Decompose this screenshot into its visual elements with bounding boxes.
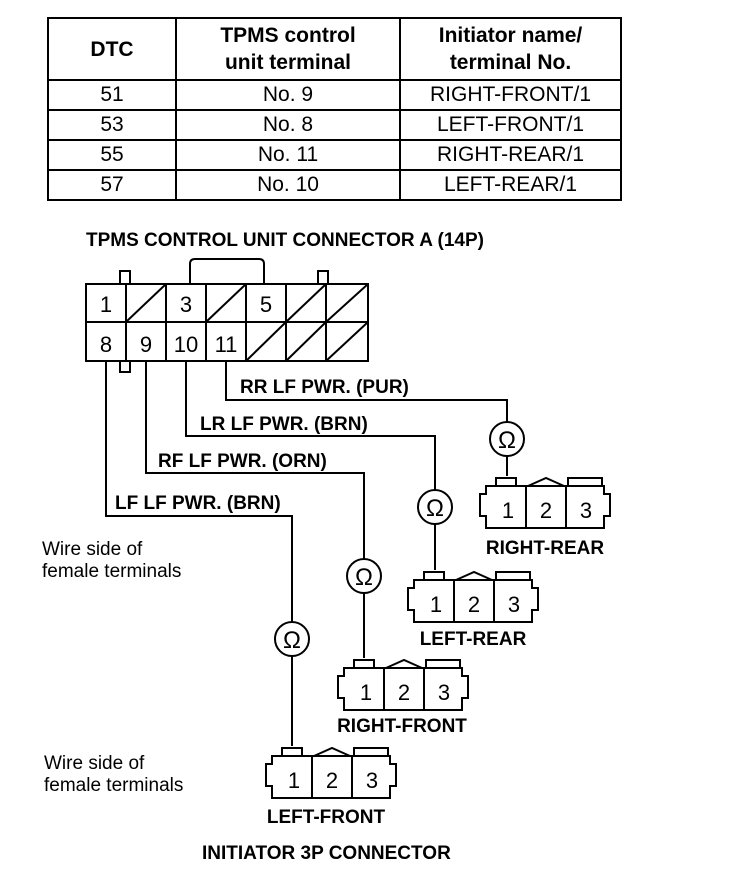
cell-initiator: RIGHT-FRONT/1 — [399, 79, 622, 111]
pin-1-label: 1 — [100, 292, 112, 317]
pin-11-label: 11 — [215, 332, 238, 357]
empty-cavity — [285, 321, 327, 362]
empty-cavity — [285, 283, 327, 323]
table-row: 51 No. 9 RIGHT-FRONT/1 — [47, 79, 622, 111]
initiator-pin-3: 3 — [438, 680, 450, 705]
wire-label-lr: LR LF PWR. (BRN) — [200, 414, 368, 435]
initiator-pin-2: 2 — [540, 498, 552, 523]
initiator-pin-1: 1 — [430, 592, 442, 617]
initiator-pin-2: 2 — [468, 592, 480, 617]
table-row: 57 No. 10 LEFT-REAR/1 — [47, 169, 622, 201]
cell-dtc: 55 — [47, 139, 177, 171]
initiator-connector-left-rear: 1 2 3 — [407, 570, 539, 623]
ohmmeter-lf: Ω — [274, 621, 310, 657]
cell-dtc: 57 — [47, 169, 177, 201]
wire-side-note-2-line-2: female terminals — [44, 775, 183, 796]
ohm-icon: Ω — [283, 627, 301, 654]
header-initiator-name: Initiator name/terminal No. — [399, 17, 622, 81]
cell-terminal: No. 9 — [175, 79, 401, 111]
header-dtc: DTC — [47, 17, 177, 81]
initiator-pin-3: 3 — [580, 498, 592, 523]
ohmmeter-lr: Ω — [417, 489, 453, 525]
wire-rr — [225, 361, 508, 422]
initiator-title: INITIATOR 3P CONNECTOR — [202, 843, 451, 864]
ohm-icon: Ω — [498, 427, 516, 454]
connector-tab — [119, 360, 131, 373]
wire-label-rf: RF LF PWR. (ORN) — [158, 451, 327, 472]
initiator-connector-right-rear: 1 2 3 — [479, 476, 611, 529]
ohmmeter-rr: Ω — [489, 421, 525, 457]
initiator-pin-1: 1 — [288, 768, 300, 793]
empty-cavity — [125, 283, 167, 323]
connector-tab — [317, 270, 329, 285]
empty-cavity — [245, 321, 287, 362]
wire-lf — [105, 361, 293, 622]
initiator-label-left-rear: LEFT-REAR — [420, 629, 527, 650]
table-row: 55 No. 11 RIGHT-REAR/1 — [47, 139, 622, 171]
pin-10-label: 10 — [174, 332, 198, 357]
ohm-icon: Ω — [355, 564, 373, 591]
connector-tab — [119, 270, 131, 285]
wire-lr — [185, 361, 436, 490]
cell-initiator: LEFT-FRONT/1 — [399, 109, 622, 141]
wire-side-note-1-line-2: female terminals — [42, 561, 181, 582]
pin-8-label: 8 — [100, 332, 112, 357]
wire-label-lf: LF LF PWR. (BRN) — [115, 493, 281, 514]
cell-dtc: 53 — [47, 109, 177, 141]
cell-initiator: LEFT-REAR/1 — [399, 169, 622, 201]
initiator-connector-right-front: 1 2 3 — [337, 658, 469, 711]
initiator-pin-1: 1 — [360, 680, 372, 705]
table-row: 53 No. 8 LEFT-FRONT/1 — [47, 109, 622, 141]
wire-rf — [145, 361, 365, 559]
wire-side-note-2-line-1: Wire side of — [44, 753, 145, 774]
initiator-pin-3: 3 — [366, 768, 378, 793]
ohmmeter-rf: Ω — [346, 558, 382, 594]
ohm-icon: Ω — [426, 495, 444, 522]
pin-3-label: 3 — [180, 292, 192, 317]
initiator-pin-2: 2 — [398, 680, 410, 705]
connector-latch — [189, 258, 265, 284]
initiator-label-left-front: LEFT-FRONT — [267, 807, 386, 828]
pin-9-label: 9 — [140, 332, 152, 357]
cell-dtc: 51 — [47, 79, 177, 111]
wire-side-note-1-line-1: Wire side of — [42, 539, 143, 560]
initiator-connector-left-front: 1 2 3 — [265, 746, 397, 799]
pin-5-label: 5 — [260, 292, 272, 317]
wire-label-rr: RR LF PWR. (PUR) — [240, 377, 409, 398]
initiator-pin-3: 3 — [508, 592, 520, 617]
control-unit-title: TPMS CONTROL UNIT CONNECTOR A (14P) — [86, 230, 484, 251]
cell-terminal: No. 8 — [175, 109, 401, 141]
control-unit-connector — [85, 258, 369, 373]
cell-terminal: No. 11 — [175, 139, 401, 171]
cell-terminal: No. 10 — [175, 169, 401, 201]
empty-cavity — [205, 283, 247, 323]
initiator-label-right-front: RIGHT-FRONT — [337, 716, 467, 737]
empty-cavity — [325, 283, 369, 323]
initiator-label-right-rear: RIGHT-REAR — [486, 538, 605, 559]
empty-cavity — [325, 321, 369, 362]
initiator-pin-2: 2 — [326, 768, 338, 793]
cell-initiator: RIGHT-REAR/1 — [399, 139, 622, 171]
initiator-pin-1: 1 — [502, 498, 514, 523]
